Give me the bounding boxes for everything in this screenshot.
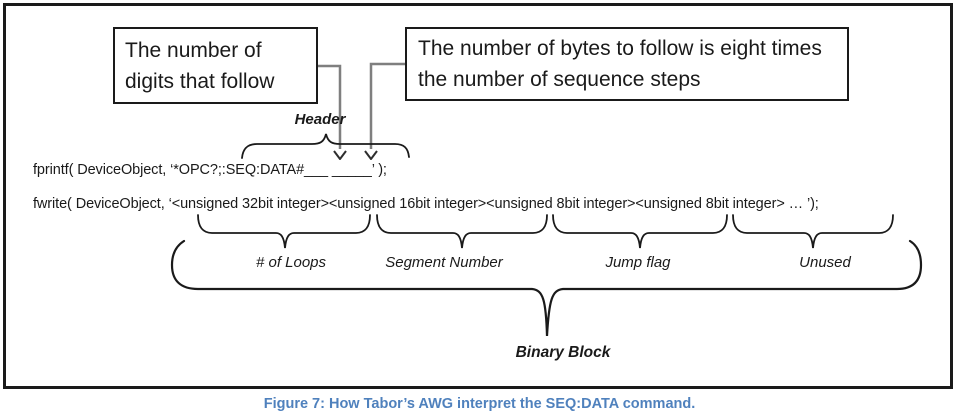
num-of-loops-label: # of Loops bbox=[255, 254, 327, 271]
jump-flag-label: Jump flag bbox=[605, 254, 671, 271]
fwrite-code-line: fwrite( DeviceObject, ‘<unsigned 32bit i… bbox=[33, 196, 819, 212]
callout-digits-text: The number of digits that follow bbox=[125, 39, 275, 93]
fprintf-code-line: fprintf( DeviceObject, ‘*OPC?;:SEQ:DATA#… bbox=[33, 162, 387, 178]
figure-caption: Figure 7: How Tabor’s AWG interpret the … bbox=[263, 396, 696, 412]
callout-bytes-text: The number of bytes to follow is eight t… bbox=[418, 37, 822, 91]
callout-digits-box: The number of digits that follow bbox=[113, 27, 318, 104]
header-label: Header bbox=[294, 111, 346, 128]
binary-block-label: Binary Block bbox=[515, 344, 611, 361]
callout-bytes-box: The number of bytes to follow is eight t… bbox=[405, 27, 849, 101]
segment-number-label: Segment Number bbox=[385, 254, 503, 271]
unused-label: Unused bbox=[799, 254, 851, 271]
